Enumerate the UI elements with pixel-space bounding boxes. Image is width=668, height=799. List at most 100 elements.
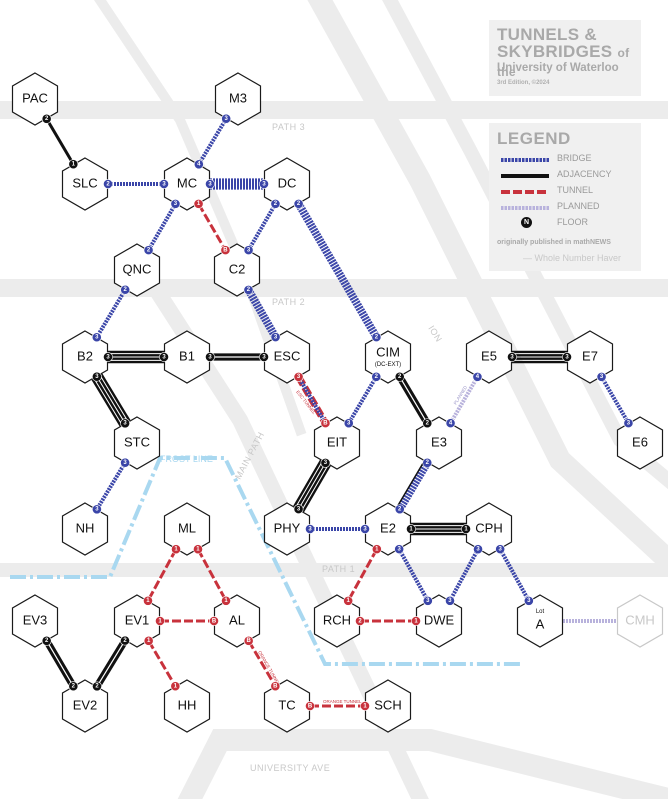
title-university: University of Waterloo: [497, 62, 619, 74]
floor-e2-to-cph: 1: [406, 524, 416, 534]
building-hex-slc: [61, 157, 109, 211]
building-label-ev2: EV2: [73, 697, 98, 712]
building-b2[interactable]: B2: [61, 330, 109, 384]
svg-text:3: 3: [510, 354, 514, 360]
link-mc-c2: [197, 203, 227, 251]
svg-text:2: 2: [375, 374, 379, 380]
svg-text:2: 2: [45, 638, 49, 644]
link-e3-e2-b-1: [396, 460, 428, 510]
building-sublabel-a: Lot: [536, 609, 545, 615]
svg-text:1: 1: [174, 683, 178, 689]
link-c2-esc-0: [248, 287, 280, 338]
building-ev1[interactable]: EV1: [113, 594, 161, 648]
svg-text:3: 3: [600, 374, 604, 380]
svg-text:1: 1: [197, 201, 201, 207]
building-hex-stc: [113, 416, 161, 470]
building-hex-esc: [263, 330, 311, 384]
building-label-tc: TC: [278, 697, 295, 712]
building-pac[interactable]: PAC: [11, 72, 59, 126]
building-mc[interactable]: MC: [163, 157, 211, 211]
building-e3[interactable]: E3: [415, 416, 463, 470]
building-label-b2: B2: [77, 348, 93, 363]
svg-text:3: 3: [565, 354, 569, 360]
svg-text:3: 3: [476, 547, 480, 553]
floor-cph-to-dwe: 3: [473, 544, 483, 555]
legend-adjacency: ADJACENCY: [497, 169, 637, 181]
building-eit[interactable]: EIT: [313, 416, 361, 470]
link-b2-stc-2: [94, 376, 125, 425]
building-e2[interactable]: E2: [364, 502, 412, 556]
building-m3[interactable]: M3: [214, 72, 262, 126]
svg-text:2: 2: [95, 684, 99, 690]
building-rch[interactable]: RCH: [313, 594, 361, 648]
svg-text:3: 3: [174, 201, 178, 207]
floor-al-to-tc: B: [243, 635, 254, 646]
building-label-e2: E2: [380, 520, 396, 535]
link-ml-ev1: [146, 548, 178, 602]
svg-text:1: 1: [196, 547, 200, 553]
floor-e2-to-dwe: 3: [394, 544, 405, 555]
building-dwe[interactable]: DWE: [415, 594, 463, 648]
title-of-the: of the: [497, 46, 630, 79]
floor-ml-to-ev1: 1: [171, 544, 181, 555]
legend-adjacency-label: ADJACENCY: [557, 169, 612, 179]
building-label-ev1: EV1: [125, 612, 150, 627]
link-ev1-hh: [147, 640, 177, 687]
floor-phy-from-eit: 3: [293, 504, 304, 515]
floor-sch-from-tc: 1: [360, 701, 370, 711]
building-dc[interactable]: DC: [263, 157, 311, 211]
svg-text:3: 3: [262, 181, 266, 187]
floor-stc-from-b2: 3: [120, 418, 130, 429]
building-cmh[interactable]: CMH: [616, 594, 664, 648]
building-nh[interactable]: NH: [61, 502, 109, 556]
building-cph[interactable]: CPH: [465, 502, 513, 556]
building-b1[interactable]: B1: [163, 330, 211, 384]
floor-ev2-from-ev1: 2: [92, 681, 102, 692]
floor-mc-from-m3: 4: [193, 159, 204, 170]
building-ml[interactable]: ML: [163, 502, 211, 556]
building-stc[interactable]: STC: [113, 416, 161, 470]
building-label-b1: B1: [179, 348, 195, 363]
building-c2[interactable]: C2: [213, 243, 261, 297]
legend-planned-swatch: [501, 206, 549, 210]
building-hex-tc: [263, 679, 311, 733]
svg-text:3: 3: [162, 354, 166, 360]
building-phy[interactable]: PHY: [263, 502, 311, 556]
building-e5[interactable]: E5: [465, 330, 513, 384]
link-cph-a: [498, 548, 531, 602]
svg-text:4: 4: [449, 420, 453, 426]
legend-floor-label: FLOOR: [557, 217, 589, 227]
building-e6[interactable]: E6: [616, 416, 664, 470]
building-tc[interactable]: TC: [263, 679, 311, 733]
building-esc[interactable]: ESC: [263, 330, 311, 384]
building-hh[interactable]: HH: [163, 679, 211, 733]
building-ev3[interactable]: EV3: [11, 594, 59, 648]
svg-text:B: B: [223, 247, 228, 253]
floor-hh-from-ev1: 1: [170, 681, 181, 692]
building-hex-c2: [213, 243, 261, 297]
building-label-mc: MC: [177, 175, 197, 190]
floor-e3-from-cim: 2: [422, 418, 433, 429]
floor-e3-to-e2: 2: [422, 457, 433, 468]
building-e7[interactable]: E7: [566, 330, 614, 384]
legend-planned: PLANNED: [497, 201, 637, 213]
legend-bridge-label: BRIDGE: [557, 153, 592, 163]
building-qnc[interactable]: QNC: [113, 243, 161, 297]
link-b2-stc-0: [100, 373, 131, 422]
building-hex-hh: [163, 679, 211, 733]
building-sch[interactable]: SCH: [364, 679, 412, 733]
orange-tunnel-annotation-tc-sch: ORANGE TUNNEL: [323, 699, 362, 704]
building-al[interactable]: AL: [213, 594, 261, 648]
title-box: TUNNELS & SKYBRIDGES of the University o…: [489, 20, 641, 96]
svg-text:3: 3: [347, 421, 351, 427]
building-label-cim: CIM: [376, 344, 400, 359]
floor-dc-from-mc: 3: [259, 179, 269, 189]
building-ev2[interactable]: EV2: [61, 679, 109, 733]
legend-origin: originally published in mathNEWS: [497, 239, 611, 246]
svg-text:1: 1: [409, 526, 413, 532]
building-slc[interactable]: SLC: [61, 157, 109, 211]
path-2-label: PATH 2: [272, 297, 305, 307]
building-cim[interactable]: CIM(DC-EXT): [364, 330, 412, 384]
